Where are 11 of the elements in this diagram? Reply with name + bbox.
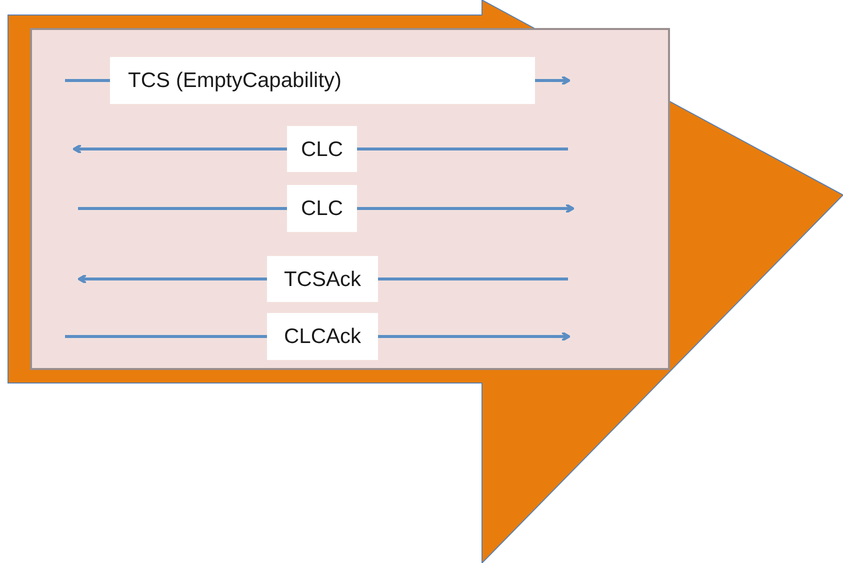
arrow xyxy=(72,144,287,154)
message-label: CLCAck xyxy=(267,313,378,360)
message-label: CLC xyxy=(287,185,357,232)
arrow xyxy=(535,75,570,86)
message-panel xyxy=(30,28,670,370)
arrow xyxy=(78,274,267,284)
arrow xyxy=(378,331,570,342)
arrow xyxy=(357,203,574,214)
message-label: CLC xyxy=(287,126,357,172)
message-label: TCS (EmptyCapability) xyxy=(110,57,535,104)
message-label: TCSAck xyxy=(267,256,378,302)
